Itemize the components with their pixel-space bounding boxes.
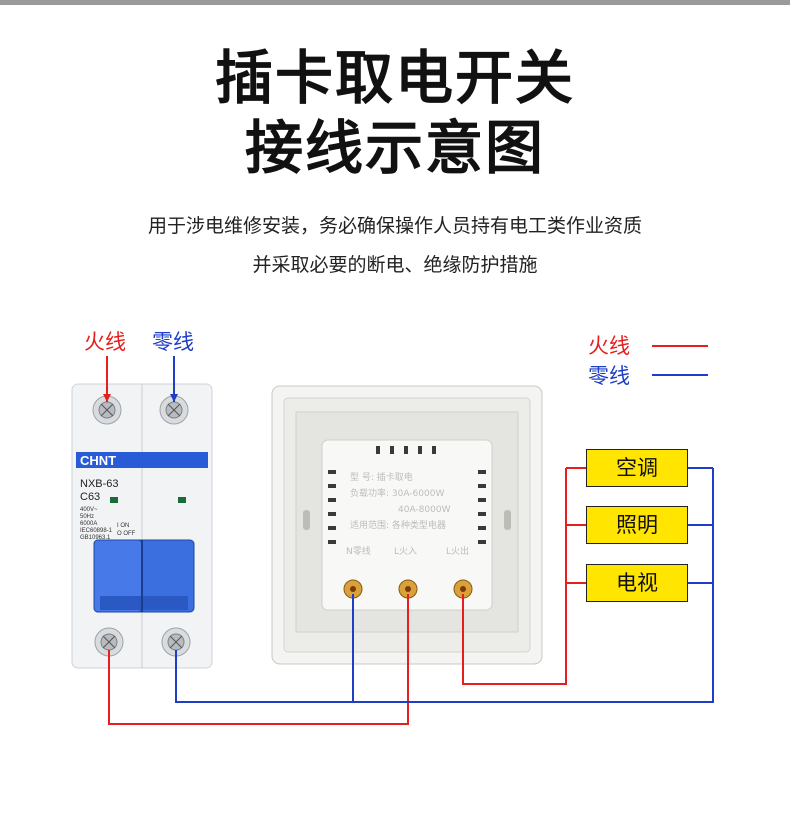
wiring (103, 345, 714, 725)
load-air-conditioner: 空调 (586, 449, 688, 487)
top-border (0, 0, 790, 5)
breaker-handle[interactable] (93, 539, 195, 613)
breaker-model: NXB-63 (80, 478, 119, 490)
live-wire (108, 594, 409, 725)
terminal-label: L火入 (394, 546, 417, 557)
breaker-rating: C63 (80, 491, 100, 503)
safety-note-line2: 并采取必要的断电、绝缘防护措施 (252, 254, 538, 276)
breaker-off-label: O OFF (117, 531, 136, 537)
breaker-spec: 6000A (80, 521, 97, 527)
breaker-spec: IEC60898-1 (80, 528, 113, 534)
breaker-spec: GB10963.1 (80, 535, 111, 541)
breaker-live-label: 火线 (84, 330, 126, 354)
breaker-spec: 400V~ (80, 507, 98, 513)
page-title: 插卡取电开关 (214, 44, 575, 112)
breaker-bottom-screw-live (94, 627, 124, 657)
module-label: 负载功率: 30A-6000W (350, 487, 444, 499)
page-title-line2: 接线示意图 (244, 114, 545, 182)
module-label: 适用范围: 各种类型电器 (350, 519, 446, 531)
terminal-label: L火出 (446, 545, 469, 557)
neutral-wire (175, 468, 714, 703)
breaker-neutral-label: 零线 (152, 330, 194, 354)
breaker-brand: CHNT (80, 453, 116, 468)
breaker-indicator (178, 497, 186, 503)
circuit-breaker: CHNT NXB-63 C63 400V~ 50Hz 6000A IEC6089… (71, 383, 213, 669)
safety-note: 用于涉电维修安装，务必确保操作人员持有电工类作业资质 (147, 215, 642, 237)
legend-neutral-label: 零线 (588, 364, 630, 388)
load-lighting: 照明 (586, 506, 688, 544)
switched-live-wire (462, 468, 567, 685)
card-power-switch: 型 号: 插卡取电 负载功率: 30A-6000W 40A-8000W 适用范围… (271, 385, 543, 665)
load-television: 电视 (586, 564, 688, 602)
breaker-top-screw-live (92, 395, 122, 425)
breaker-top-screw-neutral (159, 395, 189, 425)
breaker-indicator (110, 497, 118, 503)
module-label: 型 号: 插卡取电 (350, 471, 413, 483)
legend-live-label: 火线 (588, 334, 630, 358)
module-label: 40A-8000W (398, 505, 451, 515)
breaker-spec: 50Hz (80, 514, 94, 520)
terminal-label: N零线 (346, 545, 371, 557)
breaker-on-label: I ON (117, 523, 129, 529)
